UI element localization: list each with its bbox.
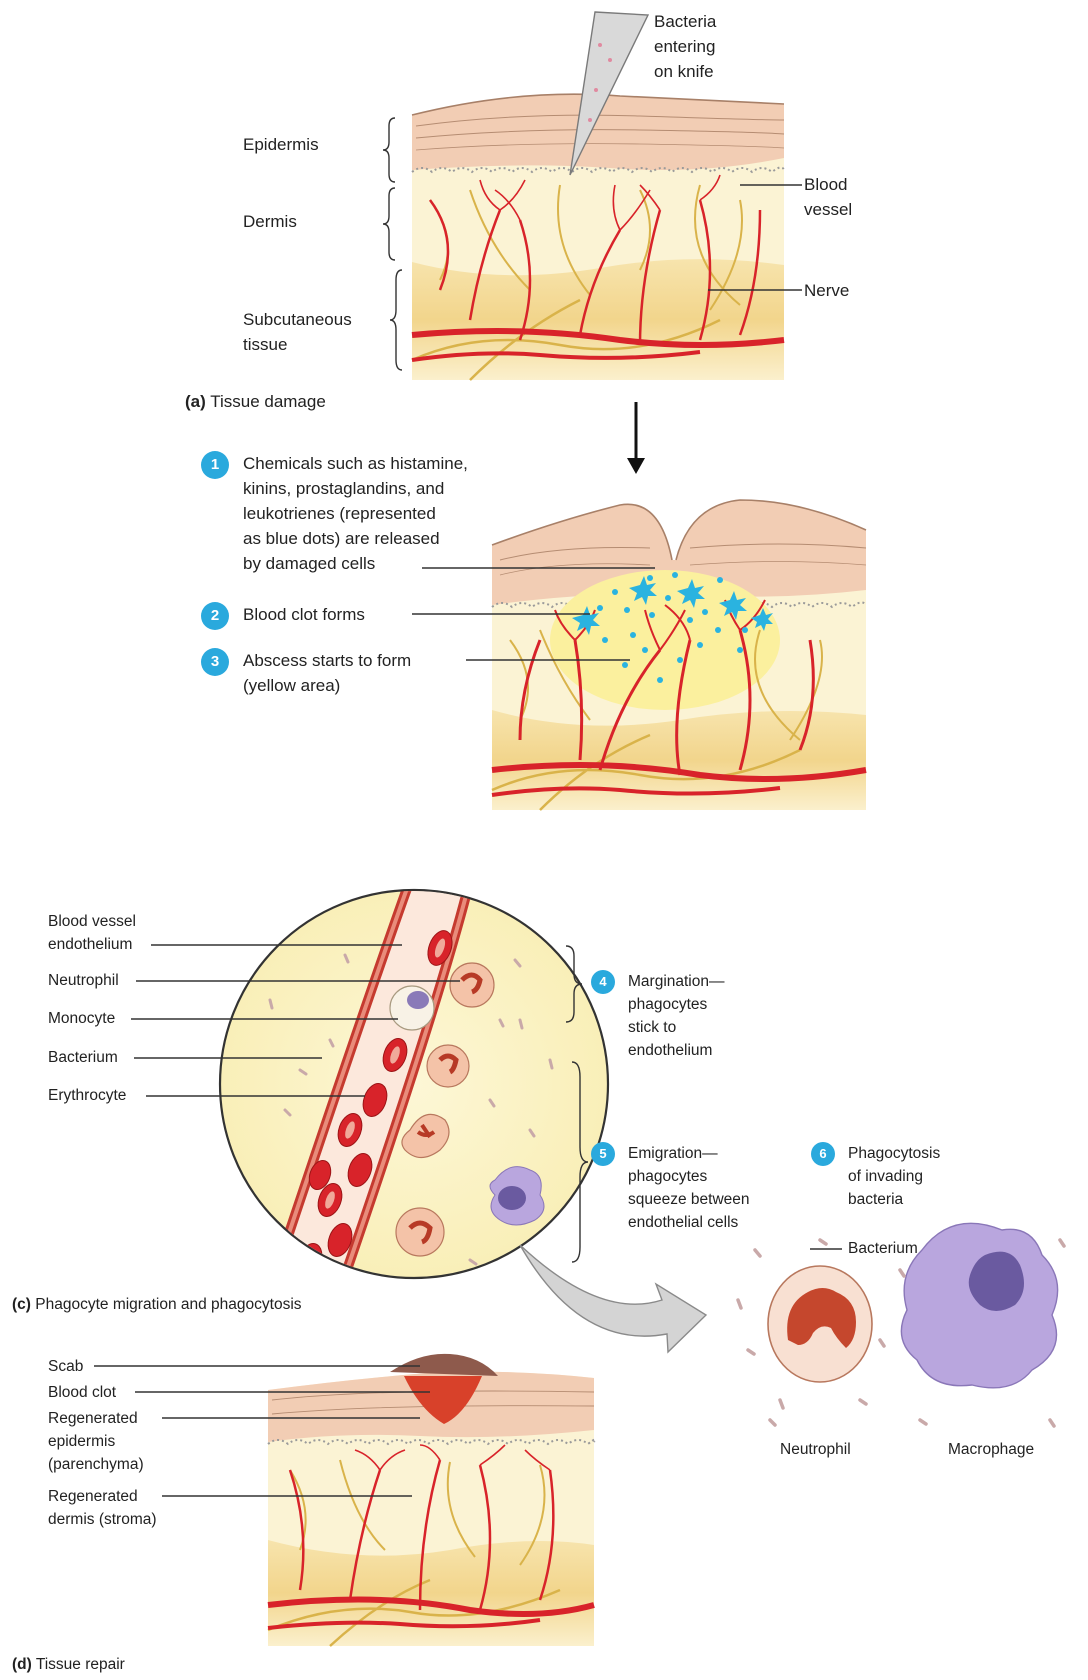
regen-epidermis-label: Regenerated epidermis (parenchyma)	[48, 1407, 144, 1476]
bacterium-label-inset: Bacterium	[848, 1237, 918, 1260]
macrophage-label: Macrophage	[948, 1438, 1034, 1461]
nerve-label: Nerve	[804, 278, 849, 303]
endothelium-label: Blood vessel endothelium	[48, 910, 136, 956]
curved-arrow	[520, 1245, 706, 1352]
scab-label: Scab	[48, 1355, 83, 1378]
panel-b-skin	[492, 500, 866, 810]
blood-vessel-label: Blood vessel	[804, 172, 852, 222]
step-2-badge: 2	[201, 602, 229, 630]
step-5-text: Emigration— phagocytes squeeze between e…	[628, 1142, 750, 1234]
panel-a-skin	[412, 12, 784, 380]
step-4-badge: 4	[591, 970, 615, 994]
step-3-badge: 3	[201, 648, 229, 676]
caption-a-text: Tissue damage	[210, 392, 326, 411]
step-3-text: Abscess starts to form (yellow area)	[243, 648, 411, 698]
step-6-badge: 6	[811, 1142, 835, 1166]
caption-a: (a) Tissue damage	[185, 392, 326, 412]
panel-d-skin	[268, 1354, 595, 1646]
subcutaneous-label: Subcutaneous tissue	[243, 307, 352, 357]
blood-clot-label: Blood clot	[48, 1381, 116, 1404]
neutrophil-label-left: Neutrophil	[48, 969, 119, 992]
caption-d: (d) Tissue repair	[12, 1656, 125, 1674]
step-5-badge: 5	[591, 1142, 615, 1166]
regen-dermis-label: Regenerated dermis (stroma)	[48, 1485, 157, 1531]
caption-c: (c) Phagocyte migration and phagocytosis	[12, 1296, 302, 1314]
caption-c-letter: (c)	[12, 1296, 31, 1313]
monocyte-label: Monocyte	[48, 1007, 115, 1030]
step-4-text: Margination— phagocytes stick to endothe…	[628, 970, 725, 1062]
step-6-text: Phagocytosis of invading bacteria	[848, 1142, 940, 1211]
step-1-badge: 1	[201, 451, 229, 479]
caption-d-text: Tissue repair	[36, 1656, 125, 1673]
caption-c-text: Phagocyte migration and phagocytosis	[35, 1296, 301, 1313]
knife-label: Bacteria entering on knife	[654, 9, 716, 84]
caption-a-letter: (a)	[185, 392, 206, 411]
epidermis-label: Epidermis	[243, 132, 319, 157]
step-2-text: Blood clot forms	[243, 602, 365, 627]
caption-d-letter: (d)	[12, 1656, 32, 1673]
dermis-label: Dermis	[243, 209, 297, 234]
neutrophil-label-inset: Neutrophil	[780, 1438, 851, 1461]
panel-c-circle	[220, 880, 608, 1290]
step-1-text: Chemicals such as histamine, kinins, pro…	[243, 451, 468, 576]
down-arrow	[627, 402, 645, 474]
bacterium-label-left: Bacterium	[48, 1046, 118, 1069]
erythrocyte-label: Erythrocyte	[48, 1084, 126, 1107]
